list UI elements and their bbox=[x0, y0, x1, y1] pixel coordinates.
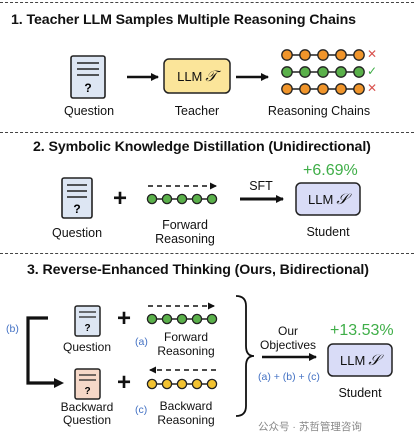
backward-question-label-a: Backward bbox=[60, 400, 114, 414]
chain-2-node bbox=[299, 66, 311, 78]
chain-3-node bbox=[317, 83, 329, 95]
svg-text:?: ? bbox=[84, 323, 90, 334]
backward-chain-3 bbox=[146, 378, 218, 390]
objectives-label-b: Objectives bbox=[259, 338, 317, 352]
chain-2-node bbox=[317, 66, 329, 78]
backward-question-doc-icon: ? bbox=[74, 368, 101, 400]
teacher-symbol: 𝒯 bbox=[205, 67, 217, 85]
forward-3-node bbox=[191, 313, 203, 325]
chain-1-node bbox=[317, 49, 329, 61]
chains-label: Reasoning Chains bbox=[267, 104, 371, 118]
gain-2: +6.69% bbox=[303, 162, 358, 179]
reasoning-chains bbox=[281, 49, 365, 95]
backward-3-node bbox=[161, 378, 173, 390]
svg-text:?: ? bbox=[73, 202, 80, 216]
forward-label-2a: Forward bbox=[162, 218, 208, 232]
backward-question-label-b: Question bbox=[62, 413, 112, 427]
teacher-label: Teacher bbox=[174, 104, 220, 118]
left-bracket bbox=[26, 316, 54, 385]
section-1-title: 1. Teacher LLM Samples Multiple Reasonin… bbox=[11, 12, 356, 28]
question-doc-icon-1: ? bbox=[70, 55, 106, 99]
backward-3-node bbox=[146, 378, 158, 390]
forward-2-node bbox=[161, 193, 173, 205]
question-label-1: Question bbox=[63, 104, 115, 118]
chain-1-node bbox=[299, 49, 311, 61]
separator-2 bbox=[0, 253, 414, 254]
backward-3-node bbox=[176, 378, 188, 390]
objectives-formula: (a) + (b) + (c) bbox=[258, 371, 320, 383]
forward-2-node bbox=[191, 193, 203, 205]
student-box-3 bbox=[327, 343, 393, 377]
objectives-label-a: Our bbox=[277, 324, 298, 338]
student-box-2 bbox=[295, 182, 361, 216]
tag-b: (b) bbox=[6, 323, 19, 335]
chain-1-node bbox=[281, 49, 293, 61]
separator-top bbox=[0, 2, 414, 3]
chain-2-node bbox=[335, 66, 347, 78]
student-symbol-2: 𝒮 bbox=[336, 190, 348, 208]
tag-a: (a) bbox=[135, 336, 148, 348]
chain-3-node bbox=[299, 83, 311, 95]
forward-2-node bbox=[176, 193, 188, 205]
forward-2-node bbox=[206, 193, 218, 205]
chain-3-node bbox=[281, 83, 293, 95]
forward-3-node bbox=[176, 313, 188, 325]
chain-mark-3: ✕ bbox=[367, 81, 378, 95]
chain-mark-1: ✕ bbox=[367, 47, 378, 61]
question-doc-icon-3: ? bbox=[74, 305, 101, 337]
teacher-box bbox=[163, 58, 231, 94]
section-3-title: 3. Reverse-Enhanced Thinking (Ours, Bidi… bbox=[27, 262, 369, 278]
forward-3-node bbox=[161, 313, 173, 325]
sft-label: SFT bbox=[249, 179, 273, 193]
forward-label-3a: Forward bbox=[163, 330, 208, 344]
svg-text:?: ? bbox=[84, 386, 90, 397]
forward-3-node bbox=[146, 313, 158, 325]
chain-2-node bbox=[353, 66, 365, 78]
chain-1-node bbox=[353, 49, 365, 61]
forward-2-node bbox=[146, 193, 158, 205]
forward-chain-2 bbox=[146, 193, 218, 205]
student-label-2: Student bbox=[306, 225, 350, 239]
question-label-2: Question bbox=[51, 226, 103, 240]
section-2-title: 2. Symbolic Knowledge Distillation (Unid… bbox=[33, 139, 371, 155]
plus-sign-2: + bbox=[113, 185, 128, 212]
backward-label-3b: Reasoning bbox=[157, 413, 215, 427]
gain-3: +13.53% bbox=[330, 322, 394, 339]
chain-3-node bbox=[335, 83, 347, 95]
chain-2-node bbox=[281, 66, 293, 78]
chain-1-node bbox=[335, 49, 347, 61]
student-llm-text-3: LLM bbox=[340, 352, 366, 368]
question-label-3: Question bbox=[62, 340, 112, 354]
chain-mark-2: ✓ bbox=[367, 64, 378, 78]
backward-3-node bbox=[206, 378, 218, 390]
backward-label-3a: Backward bbox=[159, 399, 213, 413]
curly-brace bbox=[235, 295, 255, 417]
forward-3-node bbox=[206, 313, 218, 325]
student-symbol-3: 𝒮 bbox=[368, 351, 380, 369]
separator-1 bbox=[0, 132, 414, 133]
forward-chain-3 bbox=[146, 313, 218, 325]
plus-sign-3b: + bbox=[117, 369, 132, 396]
question-doc-icon-2: ? bbox=[61, 177, 93, 219]
teacher-llm-text: LLM bbox=[177, 68, 203, 84]
student-llm-text-2: LLM bbox=[308, 191, 334, 207]
chain-3-node bbox=[353, 83, 365, 95]
watermark: 公众号 · 苏哲管理咨询 bbox=[258, 421, 362, 433]
tag-c: (c) bbox=[135, 404, 148, 416]
plus-sign-3a: + bbox=[117, 305, 132, 332]
forward-label-2b: Reasoning bbox=[155, 232, 215, 246]
forward-label-3b: Reasoning bbox=[157, 344, 215, 358]
backward-3-node bbox=[191, 378, 203, 390]
student-label-3: Student bbox=[338, 386, 382, 400]
svg-text:?: ? bbox=[84, 81, 91, 95]
